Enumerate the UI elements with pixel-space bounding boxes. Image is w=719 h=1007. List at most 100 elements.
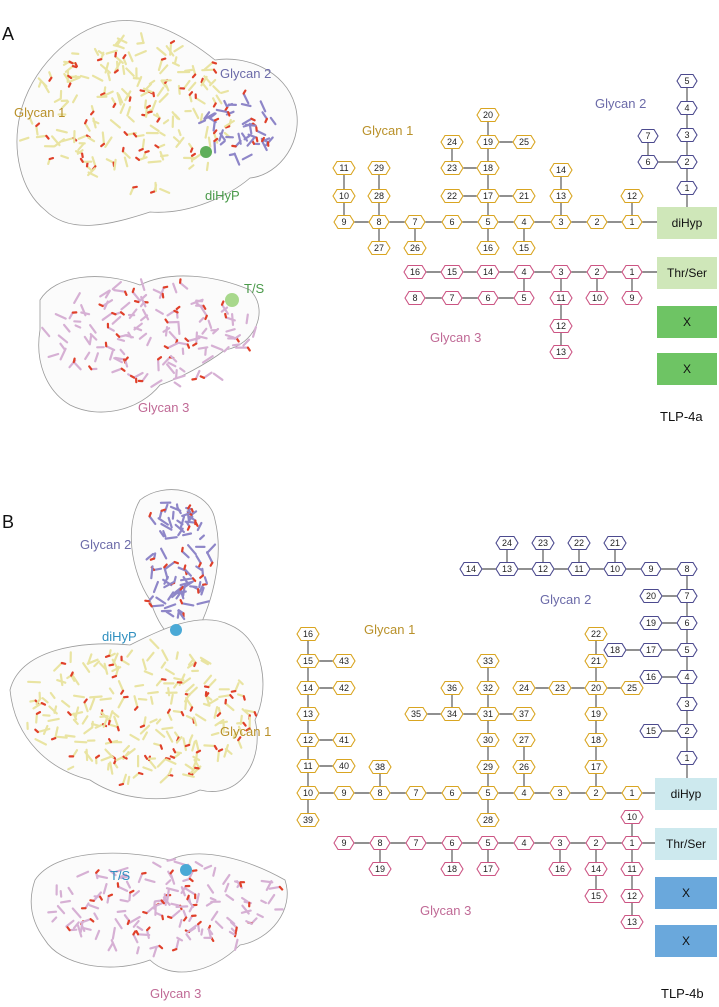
- glycan3-a-bond-9: [177, 341, 189, 346]
- residue-1a14: [549, 162, 573, 178]
- residue-2a4: [676, 100, 698, 116]
- glycan1-b-bond-47: [187, 661, 196, 669]
- glycan2-a-oxygen-15: [213, 117, 220, 122]
- glycan2-b-bond-29: [162, 529, 167, 538]
- glycan2-a-oxygen-12: [213, 137, 219, 143]
- residue-label-1a24: 24: [447, 137, 457, 147]
- residue-label-3b18: 18: [447, 864, 457, 874]
- glycan1-a-oxygen-111: [132, 185, 138, 189]
- glycan3-a-bond-56: [80, 304, 87, 317]
- glycan3-a-oxygen-114: [124, 356, 129, 362]
- glycan1-a-oxygen-30: [74, 62, 79, 68]
- residue-label-1a13: 13: [556, 191, 566, 201]
- glycan2-a-bond-12: [213, 139, 217, 154]
- schematic-label-glycan3-a: Glycan 3: [430, 330, 481, 345]
- glycan2-a-bond-33: [234, 139, 242, 148]
- glycan1-a-bond-86: [207, 136, 212, 148]
- residue-1a5: [477, 214, 499, 230]
- residue-label-1b18: 18: [591, 735, 601, 745]
- glycan3-b-oxygen-75: [129, 889, 135, 894]
- glycan3-a-bond-70: [94, 352, 100, 363]
- residue-1b25: [620, 680, 644, 696]
- glycan2-b-bond-19: [182, 532, 193, 537]
- glycan3-b-bond-113: [176, 936, 184, 942]
- residue-label-2b12: 12: [538, 564, 548, 574]
- panel-a-density-maps: [16, 20, 298, 413]
- glycan1-a-oxygen-27: [122, 53, 127, 60]
- box-dihyp-b: [655, 778, 717, 810]
- residue-label-1a14: 14: [556, 165, 566, 175]
- glycan2-a-oxygen-9: [224, 106, 229, 112]
- residue-label-1a29: 29: [374, 163, 384, 173]
- glycan2-b-bond-13: [163, 603, 177, 610]
- glycan1-a-oxygen-102: [152, 91, 155, 98]
- glycan1-a-oxygen-33: [213, 129, 218, 135]
- glycan3-b-bond-120: [186, 897, 195, 909]
- glycan1-a-oxygen-123: [96, 58, 103, 62]
- glycan1-b-bond-11: [210, 731, 220, 737]
- glycan1-a-oxygen-15: [85, 161, 89, 168]
- residue-label-1b42: 42: [339, 683, 349, 693]
- residue-1b8: [369, 785, 391, 801]
- glycan1-a-bond-154: [60, 154, 70, 160]
- glycan1-b-bond-178: [182, 773, 195, 778]
- glycan3-a-bond-108: [101, 311, 114, 321]
- glycan2-b-bond-54: [206, 551, 214, 564]
- glycan3-a-bond-89: [103, 300, 109, 310]
- glycan3-b-bond-100: [165, 879, 172, 886]
- glycan3-a-bond-51: [72, 360, 82, 371]
- glycan3-a-bond-40: [111, 315, 122, 325]
- glycan3-a-bond-4: [83, 335, 91, 345]
- residue-label-2b3: 3: [684, 699, 689, 709]
- glycan1-b-oxygen-93: [60, 661, 67, 665]
- residue-3b15: [584, 888, 608, 904]
- glycan1-b-bond-165: [155, 678, 164, 687]
- residue-3b10: [620, 809, 644, 825]
- glycan1-b-oxygen-72: [217, 748, 224, 753]
- residue-label-1a15: 15: [519, 243, 529, 253]
- glycan3-a-bond-82: [212, 327, 220, 335]
- glycan1-b-bond-50: [81, 715, 89, 725]
- glycan3-a-oxygen-96: [204, 314, 208, 321]
- glycan2-b-oxygen-54: [209, 561, 214, 567]
- residue-label-3a13: 13: [556, 347, 566, 357]
- glycan2-b-oxygen-0: [199, 574, 205, 579]
- glycan2-b-oxygen-24: [186, 525, 191, 531]
- glycan1-a-bond-165: [63, 72, 72, 85]
- residue-1b42: [332, 680, 356, 696]
- glycan1-b-oxygen-132: [139, 724, 146, 729]
- residue-1b4: [513, 785, 535, 801]
- glycan1-b-bond-151: [192, 716, 198, 727]
- glycan3-b-bond-66: [180, 884, 187, 895]
- residue-label-3a9: 9: [629, 293, 634, 303]
- glycan1-b-oxygen-123: [159, 744, 163, 750]
- glycan1-a-bond-152: [53, 138, 66, 148]
- glycan1-b-bond-182: [83, 726, 94, 735]
- residue-label-1b8: 8: [377, 788, 382, 798]
- glycan2-b-bond-72: [148, 515, 157, 526]
- glycan3-a-oxygen-81: [115, 333, 121, 338]
- glycan3-b-bond-37: [224, 882, 230, 893]
- glycan3-b-oxygen-90: [135, 930, 140, 936]
- glycan3-b-oxygen-24: [89, 899, 95, 902]
- residue-2b16: [639, 669, 663, 685]
- glycan1-b-oxygen-90: [122, 755, 128, 760]
- residue-2b9: [640, 561, 662, 577]
- glycan3-a-bond-17: [197, 335, 208, 340]
- residue-2a2: [676, 154, 698, 170]
- glycan1-b-bond-108: [32, 701, 43, 710]
- residue-1b35: [404, 706, 428, 722]
- glycan1-b-bond-139: [134, 683, 145, 688]
- glycan3-a-oxygen-99: [173, 309, 179, 314]
- glycan1-b-bond-39: [156, 757, 168, 768]
- residue-label-2b1: 1: [684, 753, 689, 763]
- glycan3-b-bond-54: [145, 906, 155, 915]
- glycan1-b-oxygen-156: [213, 744, 218, 751]
- residue-label-1a7: 7: [412, 217, 417, 227]
- glycan3-a-bond-33: [168, 331, 179, 342]
- glycan3-b-bond-72: [137, 872, 144, 884]
- glycan3-a-bond-93: [152, 288, 164, 295]
- glycan3-a-bond-50: [146, 336, 152, 347]
- glycan1-a-bond-2: [127, 51, 134, 63]
- glycan3-b-bond-96: [146, 928, 150, 940]
